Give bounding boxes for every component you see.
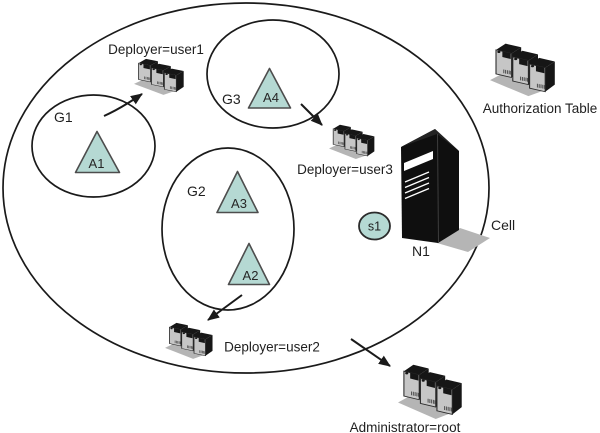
app-a4-label: A4 <box>263 90 279 105</box>
cell-boundary <box>2 2 490 374</box>
arrow-g2-to-user2 <box>207 294 243 321</box>
app-a1-triangle <box>74 130 121 174</box>
app-a2-label: A2 <box>243 268 259 283</box>
server-cluster-user2 <box>165 323 213 359</box>
arrow-g3-to-user3 <box>300 103 323 126</box>
authorization-table-label: Authorization Table <box>483 101 598 116</box>
group-g3-label: G3 <box>222 91 241 107</box>
app-a3-triangle <box>216 170 259 214</box>
group-g2-label: G2 <box>187 183 206 199</box>
n1-shadow <box>437 228 490 252</box>
arrow-g1-to-user1 <box>103 93 143 117</box>
group-g3-boundary <box>206 19 340 129</box>
server-s1-label: s1 <box>368 220 381 234</box>
app-a4-triangle <box>247 67 292 109</box>
group-g2-boundary <box>161 147 295 311</box>
cell-label: Cell <box>491 217 515 233</box>
group-g1-label: G1 <box>54 109 73 125</box>
server-s1-circle <box>358 211 391 241</box>
node-n1-tower <box>401 129 490 252</box>
arrow-cell-to-admin <box>350 338 391 367</box>
app-a2-triangle <box>227 242 271 286</box>
deployer-user1-label: Deployer=user1 <box>108 42 204 57</box>
server-cluster-administrator <box>398 365 462 419</box>
deployer-user2-label: Deployer=user2 <box>224 340 320 355</box>
server-cluster-authorization-table <box>490 44 555 97</box>
server-cluster-user1 <box>134 59 184 95</box>
administrator-root-label: Administrator=root <box>350 420 461 433</box>
deployer-user3-label: Deployer=user3 <box>297 162 393 177</box>
app-a1-label: A1 <box>89 156 105 171</box>
group-g1-boundary <box>31 94 156 198</box>
app-a3-label: A3 <box>231 196 247 211</box>
server-cluster-user3 <box>329 125 374 159</box>
node-n1-label: N1 <box>412 243 430 259</box>
